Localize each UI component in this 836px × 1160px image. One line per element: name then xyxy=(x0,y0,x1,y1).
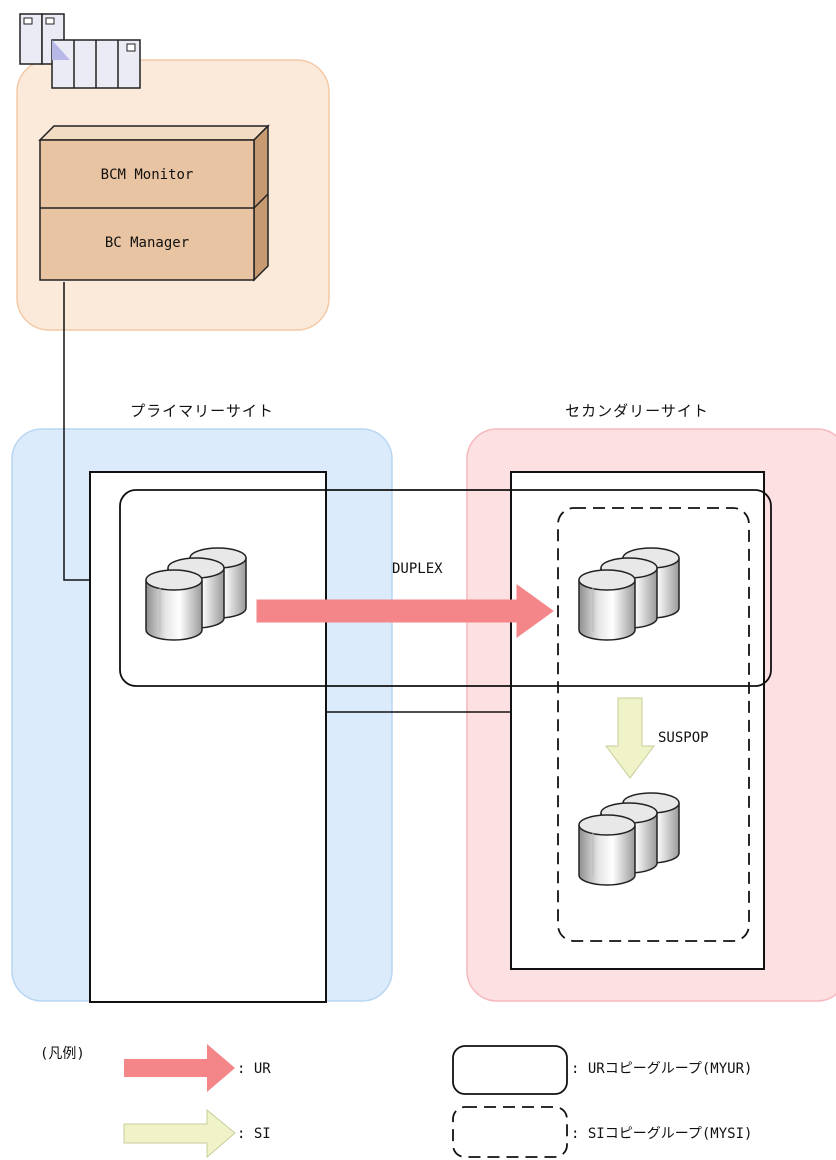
ur-copy-group xyxy=(119,489,772,687)
si-arrow xyxy=(605,697,655,779)
legend-si-arrow xyxy=(123,1108,236,1159)
legend-ur-group-label: : URコピーグループ(MYUR) xyxy=(571,1061,752,1077)
legend-si-label: : SI xyxy=(237,1126,271,1142)
primary-site-label: プライマリーサイト xyxy=(130,402,274,420)
legend-ur-group-box xyxy=(452,1045,568,1095)
legend-title: (凡例) xyxy=(40,1046,85,1062)
legend-ur-arrow xyxy=(124,1044,235,1092)
bcm-monitor-label: BCM Monitor xyxy=(101,167,194,183)
secondary-site-label: セカンダリーサイト xyxy=(565,402,709,420)
legend-si-group-label: : SIコピーグループ(MYSI) xyxy=(571,1126,752,1142)
host-connection-line xyxy=(63,282,90,581)
mainframe-server-icon xyxy=(19,13,141,89)
bc-manager-box: BCM Monitor BC Manager xyxy=(38,124,270,282)
si-copy-group xyxy=(557,507,750,942)
ur-arrow xyxy=(256,584,554,638)
legend-si-group-box xyxy=(452,1106,568,1158)
legend-ur-label: : UR xyxy=(237,1061,271,1077)
duplex-label: DUPLEX xyxy=(392,561,443,577)
bc-manager-label: BC Manager xyxy=(105,235,189,251)
suspop-label: SUSPOP xyxy=(658,730,709,746)
